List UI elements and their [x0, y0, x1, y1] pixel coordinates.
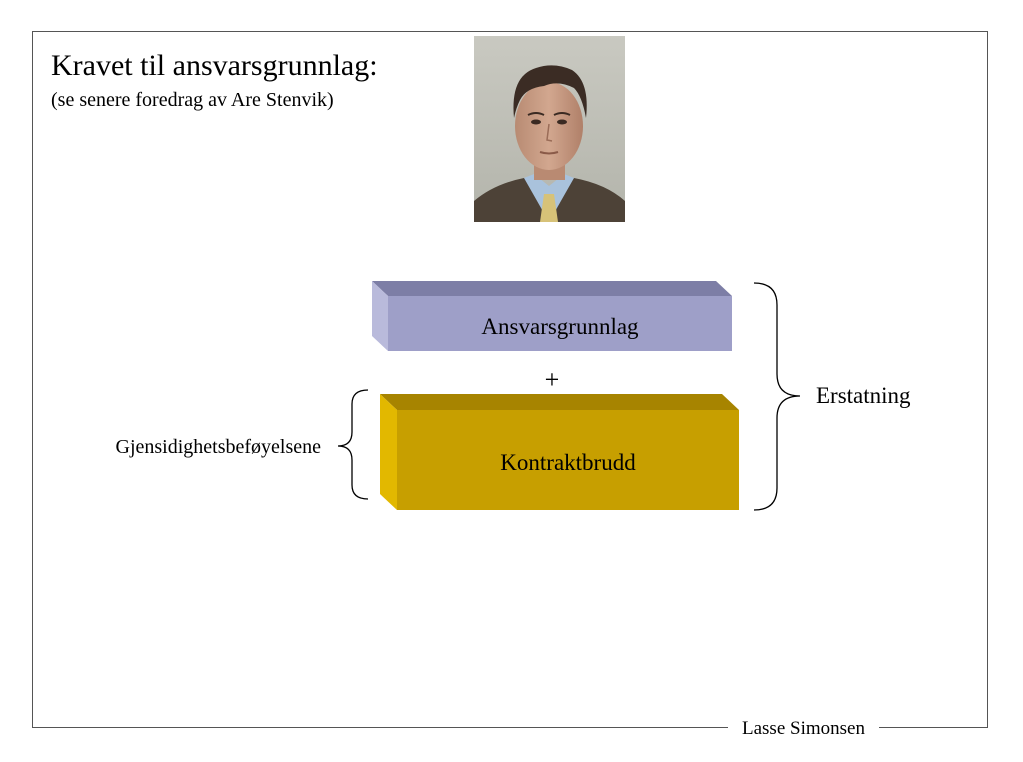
- left-brace: [337, 389, 369, 500]
- slide-title: Kravet til ansvarsgrunnlag:: [51, 49, 378, 82]
- erstatning-label: Erstatning: [816, 383, 911, 408]
- plus-sign: +: [545, 365, 560, 394]
- box-ansvarsgrunnlag-label: Ansvarsgrunnlag: [481, 314, 639, 339]
- slide-frame: [32, 31, 988, 728]
- box-ansvarsgrunnlag: Ansvarsgrunnlag: [372, 281, 732, 351]
- box-kontraktbrudd: Kontraktbrudd: [380, 394, 739, 510]
- slide-subtitle: (se senere foredrag av Are Stenvik): [51, 89, 334, 111]
- right-brace: [753, 282, 801, 511]
- box-kontraktbrudd-label: Kontraktbrudd: [500, 450, 636, 475]
- gjensidighetsbefoyelsene-label: Gjensidighetsbeføyelsene: [116, 436, 322, 458]
- footer-author: Lasse Simonsen: [728, 718, 879, 740]
- portrait-photo: [474, 36, 625, 222]
